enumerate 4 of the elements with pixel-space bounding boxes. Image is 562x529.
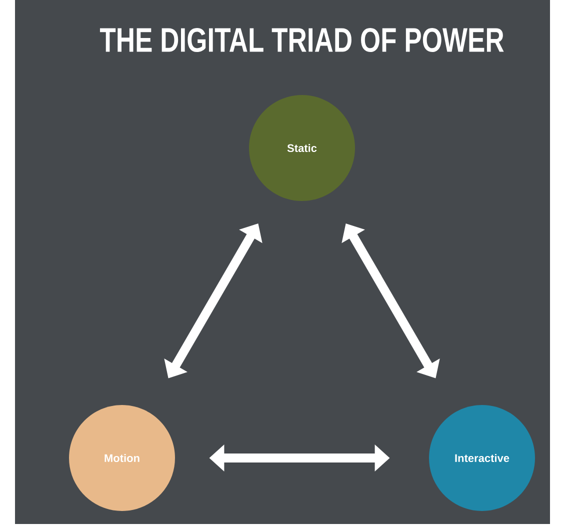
title: THE DIGITAL TRIAD OF POWER <box>100 28 504 52</box>
circle-node: Motion <box>69 404 175 511</box>
circle-node: Interactive <box>429 404 535 511</box>
circle-node: Static <box>249 95 355 201</box>
